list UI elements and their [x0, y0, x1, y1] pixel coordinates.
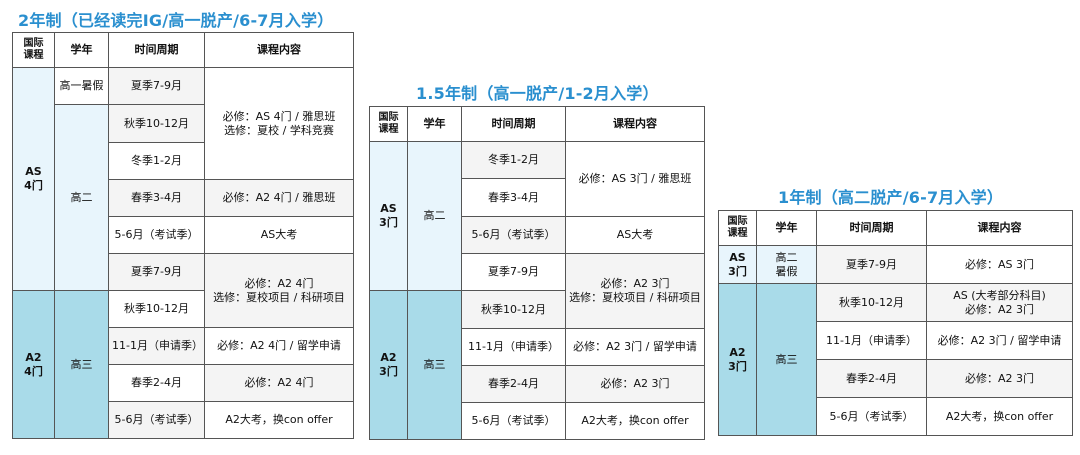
content-cell: 必修：A2 3门 / 留学申请 — [926, 321, 1073, 360]
period-cell: 11-1月（申请季） — [461, 328, 566, 366]
program-a2: A2 4门 — [12, 290, 55, 439]
period-cell: 夏季7-9月 — [461, 253, 566, 291]
content-cell: 必修：A2 3门 / 留学申请 — [565, 328, 705, 366]
header-school-year: 学年 — [54, 32, 109, 68]
header-period: 时间周期 — [816, 210, 927, 246]
content-cell: 必修：A2 4门 / 留学申请 — [204, 327, 354, 365]
content-cell: 必修：A2 3门 选修：夏校项目 / 科研项目 — [565, 253, 705, 329]
header-school-year: 学年 — [407, 106, 462, 142]
program-a2: A2 3门 — [369, 290, 408, 440]
period-cell: 春季2-4月 — [461, 365, 566, 403]
program-as: AS 3门 — [718, 245, 757, 284]
content-cell: A2大考，换con offer — [926, 397, 1073, 436]
period-cell: 11-1月（申请季） — [816, 321, 927, 360]
year-cell: 高二 — [54, 104, 109, 291]
period-cell: 夏季7-9月 — [108, 67, 205, 105]
period-cell: 夏季7-9月 — [816, 245, 927, 284]
period-cell: 秋季10-12月 — [108, 290, 205, 328]
year-cell: 高二 暑假 — [756, 245, 817, 284]
schedule-table-1-5yr: 国际 课程 学年 时间周期 课程内容 AS 3门 高二 冬季1-2月 必修：AS… — [369, 106, 705, 440]
header-school-year: 学年 — [756, 210, 817, 246]
period-cell: 冬季1-2月 — [461, 141, 566, 179]
header-content: 课程内容 — [204, 32, 354, 68]
period-cell: 5-6月（考试季） — [461, 216, 566, 254]
content-cell: 必修：A2 4门 — [204, 364, 354, 402]
header-content: 课程内容 — [926, 210, 1073, 246]
content-cell: 必修：A2 3门 — [565, 365, 705, 403]
content-cell: A2大考，换con offer — [204, 401, 354, 439]
header-intl-course: 国际 课程 — [718, 210, 757, 246]
period-cell: 秋季10-12月 — [108, 104, 205, 143]
period-cell: 5-6月（考试季） — [461, 402, 566, 440]
program-as: AS 4门 — [12, 67, 55, 291]
header-period: 时间周期 — [108, 32, 205, 68]
period-cell: 春季2-4月 — [108, 364, 205, 402]
period-cell: 春季3-4月 — [461, 178, 566, 217]
plan-title-1-5yr: 1.5年制（高一脱产/1-2月入学） — [416, 84, 659, 103]
period-cell: 5-6月（考试季） — [108, 216, 205, 254]
year-cell: 高一暑假 — [54, 67, 109, 105]
content-cell: 必修：AS 3门 / 雅思班 — [565, 141, 705, 217]
header-intl-course: 国际 课程 — [12, 32, 55, 68]
content-cell: 必修：AS 3门 — [926, 245, 1073, 284]
period-cell: 秋季10-12月 — [461, 290, 566, 329]
period-cell: 冬季1-2月 — [108, 142, 205, 180]
header-intl-course: 国际 课程 — [369, 106, 408, 142]
content-cell: 必修：A2 4门 选修：夏校项目 / 科研项目 — [204, 253, 354, 328]
year-cell: 高三 — [756, 283, 817, 436]
content-cell: 必修：A2 3门 — [926, 359, 1073, 398]
period-cell: 秋季10-12月 — [816, 283, 927, 322]
period-cell: 5-6月（考试季） — [816, 397, 927, 436]
content-cell: A2大考，换con offer — [565, 402, 705, 440]
period-cell: 夏季7-9月 — [108, 253, 205, 291]
content-cell: AS大考 — [204, 216, 354, 254]
content-cell: 必修：A2 4门 / 雅思班 — [204, 179, 354, 217]
period-cell: 5-6月（考试季） — [108, 401, 205, 439]
program-as: AS 3门 — [369, 141, 408, 291]
plan-title-2yr: 2年制（已经读完IG/高一脱产/6-7月入学） — [18, 11, 334, 30]
plan-title-1yr: 1年制（高二脱产/6-7月入学） — [778, 188, 1004, 207]
content-cell: 必修：AS 4门 / 雅思班 选修：夏校 / 学科竞赛 — [204, 67, 354, 180]
period-cell: 春季3-4月 — [108, 179, 205, 217]
content-cell: AS大考 — [565, 216, 705, 254]
period-cell: 11-1月（申请季） — [108, 327, 205, 365]
header-period: 时间周期 — [461, 106, 566, 142]
program-a2: A2 3门 — [718, 283, 757, 436]
schedule-table-1yr: 国际 课程 学年 时间周期 课程内容 AS 3门 高二 暑假 夏季7-9月 必修… — [718, 210, 1073, 436]
content-cell: AS (大考部分科目) 必修：A2 3门 — [926, 283, 1073, 322]
period-cell: 春季2-4月 — [816, 359, 927, 398]
year-cell: 高三 — [407, 290, 462, 440]
year-cell: 高三 — [54, 290, 109, 439]
year-cell: 高二 — [407, 141, 462, 291]
header-content: 课程内容 — [565, 106, 705, 142]
schedule-table-2yr: 国际 课程 学年 时间周期 课程内容 AS 4门 高一暑假 夏季7-9月 必修：… — [12, 32, 354, 439]
